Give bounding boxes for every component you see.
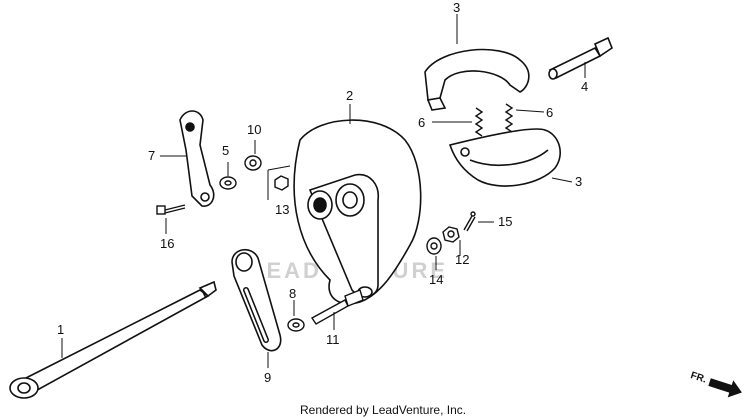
- nut-10-part: [244, 155, 262, 171]
- axle-part: [9, 280, 217, 399]
- leader-6b: [515, 109, 545, 113]
- pivot-bolt-11-part: [310, 289, 364, 325]
- callout-8: 8: [289, 286, 296, 301]
- callout-16: 16: [160, 236, 174, 251]
- washer-5-part: [219, 176, 237, 190]
- callout-6b: 6: [546, 105, 553, 120]
- collar-8-part: [287, 318, 305, 332]
- callout-6a: 6: [418, 115, 425, 130]
- direction-mark: FR.: [689, 370, 708, 386]
- callout-11: 11: [326, 332, 340, 347]
- castle-nut-12-part: [442, 226, 460, 243]
- torque-link-part: [231, 249, 282, 352]
- callout-7: 7: [148, 148, 155, 163]
- bolt-16-part: [156, 204, 186, 215]
- callout-15: 15: [498, 214, 512, 229]
- callout-10: 10: [247, 122, 261, 137]
- brake-arm-part: [179, 110, 215, 207]
- callout-13: 13: [275, 202, 289, 217]
- cotter-pin-15-part: [463, 211, 476, 232]
- leader-13b: [267, 165, 291, 171]
- callout-9: 9: [264, 370, 271, 385]
- callout-14: 14: [429, 272, 443, 287]
- brake-cam-part: [548, 36, 613, 80]
- front-direction-arrow-icon: FR.: [689, 370, 742, 398]
- callout-5: 5: [222, 143, 229, 158]
- brake-shoe-lower-part: [448, 128, 561, 187]
- brake-shoe-upper-part: [424, 48, 530, 111]
- washer-14-part: [426, 237, 442, 255]
- spring-right-part: [504, 103, 514, 133]
- callout-3b: 3: [575, 174, 582, 189]
- credit-text: Rendered by LeadVenture, Inc.: [300, 403, 466, 417]
- callout-3a: 3: [453, 0, 460, 15]
- leader-3b: [551, 177, 573, 183]
- callout-1: 1: [57, 322, 64, 337]
- callout-2: 2: [346, 88, 353, 103]
- callout-4: 4: [581, 79, 588, 94]
- spring-left-part: [474, 107, 484, 137]
- callout-12: 12: [455, 252, 469, 267]
- nut-13-part: [274, 175, 289, 191]
